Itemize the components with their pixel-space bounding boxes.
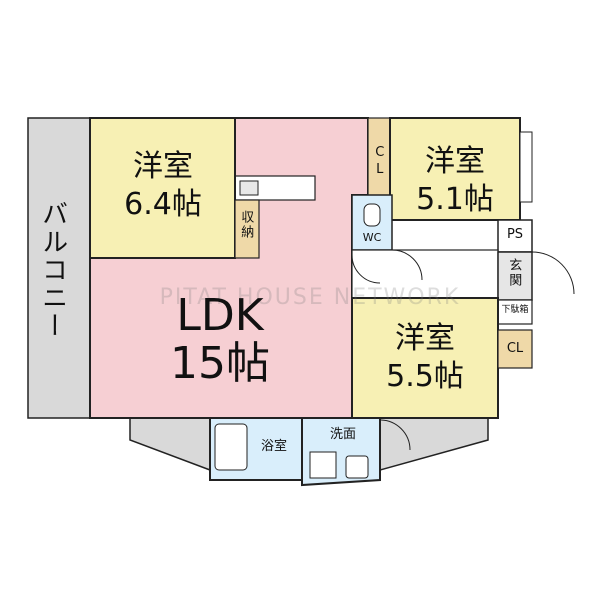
lower-balcony-left — [129, 417, 211, 472]
door-arc — [391, 249, 423, 281]
lower-balcony-right — [379, 417, 489, 471]
shoe-box-area — [497, 299, 533, 325]
entrance-door-arc — [531, 251, 575, 295]
door-arc — [351, 254, 381, 284]
western-room-1 — [89, 117, 236, 259]
storage-area — [234, 199, 260, 259]
balcony-area — [27, 117, 91, 419]
closet-lower — [497, 329, 533, 369]
western-room-2 — [389, 117, 521, 221]
door-arc — [379, 419, 411, 451]
western-room-3 — [351, 297, 499, 419]
washing-machine — [309, 451, 337, 479]
window-frame — [519, 131, 533, 203]
kitchen-sink — [239, 180, 259, 196]
toilet — [363, 203, 381, 227]
entrance-area — [497, 251, 533, 301]
washbasin — [345, 455, 369, 479]
hallway — [351, 249, 499, 299]
bathtub — [214, 423, 248, 471]
closet-upper — [367, 117, 391, 197]
ps-area — [497, 219, 533, 253]
